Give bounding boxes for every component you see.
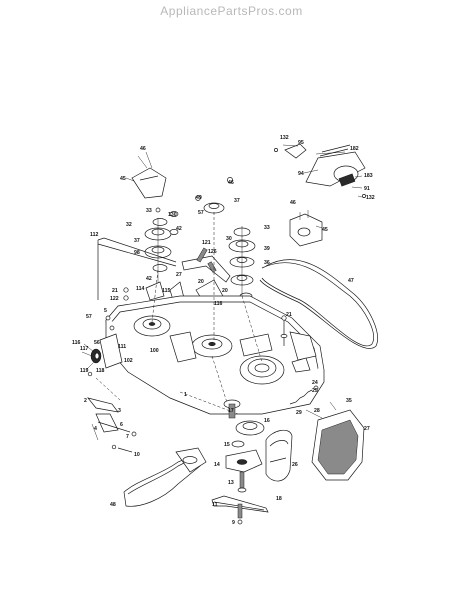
part-label-42a: 42 <box>176 226 182 232</box>
grass-deflector-27 <box>305 401 365 481</box>
part-label-39: 39 <box>264 246 270 252</box>
part-label-36: 36 <box>264 260 270 266</box>
part-label-100: 100 <box>150 348 159 354</box>
part-label-13: 13 <box>228 480 234 486</box>
bracket-assembly <box>274 143 366 198</box>
part-label-33b: 33 <box>264 225 270 231</box>
front-hanger-bracket <box>87 397 137 453</box>
part-label-116a: 116 <box>214 301 222 307</box>
part-label-37a: 37 <box>234 198 240 204</box>
part-number-labels: 132 95 182 94 183 91 132 46 45 46 46 45 … <box>72 135 375 526</box>
part-label-47: 47 <box>348 278 354 284</box>
part-label-46a: 46 <box>140 146 146 152</box>
part-label-28: 28 <box>314 408 320 414</box>
part-label-20b: 20 <box>222 288 228 294</box>
part-label-27b: 27 <box>364 426 370 432</box>
part-label-1: 1 <box>184 392 187 398</box>
drive-belt-47 <box>259 259 378 349</box>
right-shield-assembly <box>289 210 323 247</box>
spindle-assembly <box>223 399 265 493</box>
part-label-21a: 21 <box>112 288 118 294</box>
part-label-18: 18 <box>276 496 282 502</box>
deck-belt-48 <box>123 447 207 507</box>
part-label-116b: 116 <box>72 340 80 346</box>
part-label-4: 4 <box>94 426 97 432</box>
part-label-95: 95 <box>298 140 304 146</box>
part-label-32: 32 <box>126 222 132 228</box>
part-label-114: 114 <box>136 286 144 292</box>
anti-scalp-wheel <box>81 315 123 377</box>
part-label-130: 130 <box>168 212 177 218</box>
mower-blade <box>211 495 269 525</box>
part-label-183: 183 <box>364 173 373 179</box>
part-label-2: 2 <box>84 398 87 404</box>
left-shield-assembly <box>125 151 167 213</box>
part-label-91: 91 <box>364 186 370 192</box>
part-label-132a: 132 <box>280 135 289 141</box>
part-label-3: 3 <box>118 408 121 414</box>
part-label-16: 16 <box>264 418 270 424</box>
part-label-115: 115 <box>162 288 170 294</box>
part-label-117: 117 <box>80 346 88 352</box>
part-label-6: 6 <box>120 422 123 428</box>
watermark-text: AppliancePartsPros.com <box>160 4 303 18</box>
part-label-35: 35 <box>346 398 352 404</box>
part-label-33a: 33 <box>146 208 152 214</box>
part-label-37b: 37 <box>134 238 140 244</box>
part-label-49: 49 <box>196 195 202 201</box>
part-label-182: 182 <box>350 146 359 152</box>
part-label-9: 9 <box>232 520 235 526</box>
discharge-chute-26 <box>265 429 293 482</box>
pulley-stack-center <box>144 177 233 290</box>
part-label-46b: 46 <box>228 180 234 186</box>
part-label-122: 122 <box>110 296 119 302</box>
assembly-guide-lines <box>95 212 263 419</box>
part-label-132b: 132 <box>366 195 375 201</box>
part-label-10: 10 <box>134 452 140 458</box>
part-label-7: 7 <box>126 434 129 440</box>
part-label-17: 17 <box>228 408 234 414</box>
part-label-20a: 20 <box>198 279 204 285</box>
part-label-45a: 45 <box>120 176 126 182</box>
part-label-111: 111 <box>118 344 126 350</box>
pulley-stack-right <box>228 226 256 320</box>
part-label-42b: 42 <box>146 276 152 282</box>
hardware-right <box>280 315 319 405</box>
part-label-57: 57 <box>198 210 204 216</box>
part-label-26: 26 <box>292 462 298 468</box>
part-label-102: 102 <box>124 358 133 364</box>
part-label-126: 126 <box>208 249 217 255</box>
mower-deck-housing <box>105 295 325 415</box>
part-label-118: 118 <box>96 368 104 374</box>
part-label-98: 98 <box>134 250 140 256</box>
part-label-56: 56 <box>94 340 100 346</box>
part-label-45b: 45 <box>322 227 328 233</box>
part-label-29: 29 <box>296 410 302 416</box>
part-label-25: 25 <box>312 388 318 394</box>
part-label-24: 24 <box>312 380 318 386</box>
part-label-5: 5 <box>104 308 107 314</box>
part-label-21b: 21 <box>286 312 292 318</box>
part-label-121: 121 <box>202 240 211 246</box>
part-label-119: 119 <box>80 368 88 374</box>
drive-rod <box>97 237 177 300</box>
part-label-94: 94 <box>298 171 304 177</box>
part-label-11: 11 <box>212 502 218 508</box>
part-label-46c: 46 <box>290 200 296 206</box>
part-label-112: 112 <box>90 232 98 238</box>
part-label-27a: 27 <box>176 272 182 278</box>
part-label-48: 48 <box>110 502 116 508</box>
part-label-57b: 57 <box>86 314 92 320</box>
part-label-14: 14 <box>214 462 220 468</box>
part-label-15: 15 <box>224 442 230 448</box>
part-label-30: 30 <box>226 236 232 242</box>
